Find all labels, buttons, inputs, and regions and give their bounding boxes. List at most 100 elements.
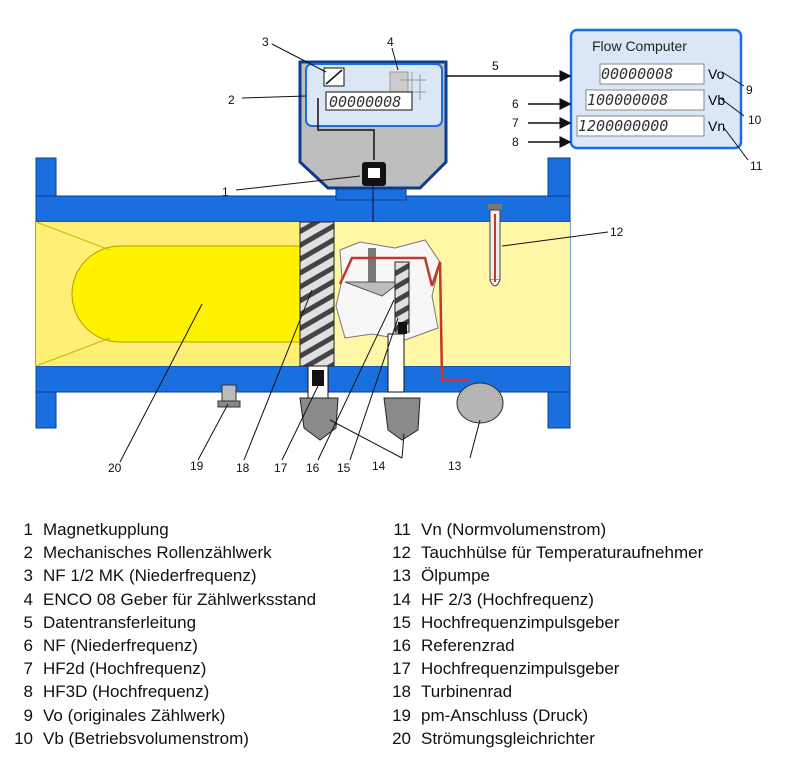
legend-text: Strömungsgleichrichter xyxy=(421,728,595,748)
legend-item: 8 HF3D (Hochfrequenz) xyxy=(0,680,316,703)
legend-item: 20 Strömungsgleichrichter xyxy=(378,727,703,750)
legend-item: 18 Turbinenrad xyxy=(378,680,703,703)
internal-gear-area xyxy=(335,239,441,341)
fc-value-vb: 100000008 xyxy=(587,91,668,109)
legend-text: HF2d (Hochfrequenz) xyxy=(43,659,207,679)
legend-num: 19 xyxy=(392,705,411,725)
callout-9: 9 xyxy=(746,83,753,97)
flow-computer xyxy=(569,28,743,150)
legend-item: 17 Hochfrequenzimpulsgeber xyxy=(378,657,703,680)
oil-pump xyxy=(456,382,504,424)
legend-item: 15 Hochfrequenzimpulsgeber xyxy=(378,611,703,634)
legend-num: 20 xyxy=(392,728,411,748)
legend-text: Referenzrad xyxy=(421,636,515,656)
callout-14: 14 xyxy=(372,459,386,473)
temperature-well xyxy=(488,204,502,287)
legend-item: 6 NF (Niederfrequenz) xyxy=(0,634,316,657)
legend-num: 2 xyxy=(23,543,33,563)
legend-item: 1 Magnetkupplung xyxy=(0,518,316,541)
legend-item: 11 Vn (Normvolumenstrom) xyxy=(378,518,703,541)
callout-4: 4 xyxy=(387,35,394,49)
fc-unit-vb: Vb xyxy=(708,92,725,108)
legend-text: HF3D (Hochfrequenz) xyxy=(43,682,210,702)
legend-text: Hochfrequenzimpulsgeber xyxy=(421,659,620,679)
legend-text: Datentransferleitung xyxy=(43,612,197,632)
legend-num: 6 xyxy=(23,636,33,656)
legend-num: 1 xyxy=(23,520,33,539)
callout-16: 16 xyxy=(306,461,320,475)
counter-head xyxy=(298,60,448,222)
legend-num: 16 xyxy=(392,636,411,656)
legend-text: Hochfrequenzimpulsgeber xyxy=(421,612,620,632)
legend-item: 12 Tauchhülse für Temperaturaufnehmer xyxy=(378,541,703,564)
legend-text: Turbinenrad xyxy=(421,682,513,702)
legend-num: 13 xyxy=(392,566,411,586)
legend-num: 14 xyxy=(392,589,411,609)
oil-line xyxy=(430,261,470,382)
legend-text: HF 2/3 (Hochfrequenz) xyxy=(421,589,594,609)
callout-10: 10 xyxy=(748,113,762,127)
legend-num: 7 xyxy=(23,659,33,679)
turbine-wheel xyxy=(299,221,335,367)
legend-right: 11 Vn (Normvolumenstrom) 12 Tauchhülse für… xyxy=(378,518,703,750)
legend-item: 13 Ölpumpe xyxy=(378,564,703,587)
legend-num: 12 xyxy=(392,543,411,563)
callout-13: 13 xyxy=(448,459,462,473)
legend-num: 9 xyxy=(23,705,33,725)
legend-num: 18 xyxy=(392,682,411,702)
fc-value-vo: 00000008 xyxy=(601,65,673,83)
legend-num: 17 xyxy=(392,659,411,679)
counter-display: 00000008 xyxy=(329,93,401,111)
callout-5: 5 xyxy=(492,59,499,73)
callout-20: 20 xyxy=(108,461,122,475)
legend-text: Tauchhülse für Temperaturaufnehmer xyxy=(421,543,704,563)
legend-left: 1 Magnetkupplung 2 Mechanisches Rollenzähl… xyxy=(0,518,316,750)
callout-7: 7 xyxy=(512,116,519,130)
legend-text: NF 1/2 MK (Niederfrequenz) xyxy=(43,566,257,586)
legend-num: 5 xyxy=(23,612,33,632)
pm-connector xyxy=(217,384,241,408)
legend-text: Ölpumpe xyxy=(421,566,490,586)
legend-text: Magnetkupplung xyxy=(43,520,169,539)
legend-num: 4 xyxy=(23,589,33,609)
legend-text: Mechanisches Rollenzählwerk xyxy=(43,543,272,563)
legend-text: NF (Niederfrequenz) xyxy=(43,636,198,656)
legend-item: 2 Mechanisches Rollenzählwerk xyxy=(0,541,316,564)
callout-11: 11 xyxy=(750,159,763,173)
legend-num: 3 xyxy=(23,566,33,586)
fc-value-vn: 1200000000 xyxy=(578,117,668,135)
legend-num: 15 xyxy=(392,612,411,632)
callout-19: 19 xyxy=(190,459,204,473)
leader-lines xyxy=(119,43,749,463)
legend-num: 10 xyxy=(14,728,33,748)
callout-12: 12 xyxy=(610,225,624,239)
callout-6: 6 xyxy=(512,97,519,111)
legend-num: 8 xyxy=(23,682,33,702)
callout-2: 2 xyxy=(228,93,235,107)
legend-num: 11 xyxy=(393,520,411,539)
callout-15: 15 xyxy=(337,461,351,475)
legend-item: 5 Datentransferleitung xyxy=(0,611,316,634)
hf-pickups xyxy=(299,333,421,441)
legend-item: 14 HF 2/3 (Hochfrequenz) xyxy=(378,588,703,611)
legend-item: 3 NF 1/2 MK (Niederfrequenz) xyxy=(0,564,316,587)
legend-item: 10 Vb (Betriebsvolumenstrom) xyxy=(0,727,316,750)
flow-straightener xyxy=(35,221,306,367)
legend-text: Vn (Normvolumenstrom) xyxy=(421,520,607,539)
callout-1: 1 xyxy=(222,185,229,199)
flow-meter-diagram: 00000008 Flow Computer 00000008 Vo 10000… xyxy=(35,28,763,475)
legend-item: 16 Referenzrad xyxy=(378,634,703,657)
fc-unit-vo: Vo xyxy=(708,66,725,82)
callout-8: 8 xyxy=(512,135,519,149)
legend-item: 19 pm-Anschluss (Druck) xyxy=(378,704,703,727)
callout-17: 17 xyxy=(274,461,288,475)
legend-text: Vo (originales Zählwerk) xyxy=(43,705,226,725)
signal-arrows xyxy=(446,70,572,148)
legend-item: 9 Vo (originales Zählwerk) xyxy=(0,704,316,727)
legend-text: pm-Anschluss (Druck) xyxy=(421,705,589,725)
flow-computer-title: Flow Computer xyxy=(592,38,687,54)
legend-text: Vb (Betriebsvolumenstrom) xyxy=(43,728,249,748)
callout-3: 3 xyxy=(262,35,269,49)
fc-unit-vn: Vn xyxy=(708,118,725,134)
